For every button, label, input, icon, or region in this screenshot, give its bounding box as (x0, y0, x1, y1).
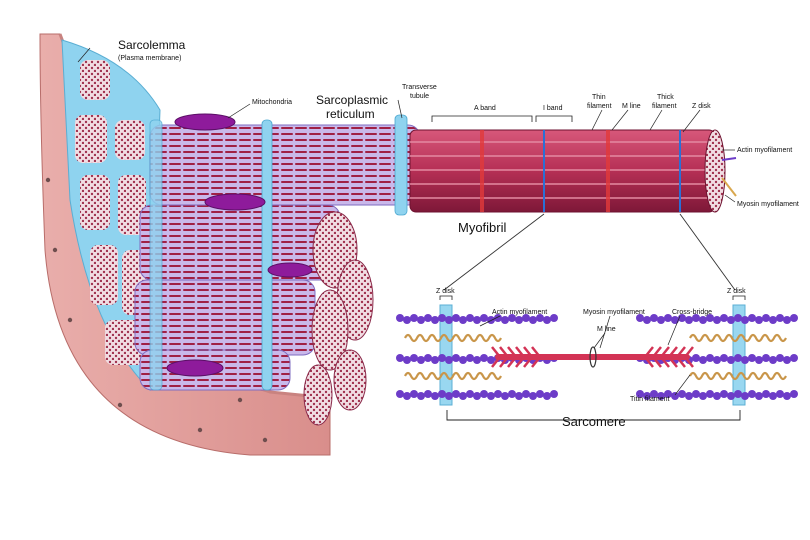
label-sarcomere: Sarcomere (562, 414, 626, 429)
sarcomere-bracket (446, 410, 741, 421)
label-a-band: A band (474, 105, 496, 112)
label-transverse-2: tubule (410, 93, 429, 100)
label-sarcolemma: Sarcolemma (118, 38, 186, 52)
titin-coils (404, 333, 787, 381)
transverse-tubules (149, 114, 408, 391)
m-line-marker (589, 346, 597, 368)
label-m-line-top: M line (622, 103, 641, 110)
sarcoplasmic-reticulum-network (134, 124, 421, 391)
myofibril-cross-sections (303, 211, 374, 426)
label-thick-2: filament (652, 103, 677, 110)
actin-chains (396, 314, 798, 400)
label-m-line-bottom: M line (597, 326, 616, 333)
label-i-band: I band (543, 105, 563, 112)
label-mitochondria: Mitochondria (252, 99, 292, 106)
label-plasma-membrane: (Plasma membrane) (118, 55, 181, 62)
label-transverse-1: Transverse (402, 84, 437, 91)
label-actin-right: Actin myofilament (737, 147, 792, 154)
label-thin-1: Thin (592, 94, 606, 101)
label-myosin-bottom: Myosin myofilament (583, 309, 645, 316)
label-cross-bridge: Cross-bridge (672, 309, 712, 316)
myofibril (409, 129, 737, 213)
leader-lines-top (77, 47, 736, 203)
sarcomere-detail (396, 295, 798, 421)
band-brackets (431, 115, 573, 122)
label-myosin-right: Myosin myofilament (737, 201, 799, 208)
label-thin-2: filament (587, 103, 612, 110)
label-actin-bottom: Actin myofilament (492, 309, 547, 316)
label-sarcoplasmic-1: Sarcoplasmic (316, 93, 388, 107)
labels: Sarcolemma (Plasma membrane) Mitochondri… (118, 38, 799, 429)
label-z-disk-right: Z disk (727, 288, 746, 295)
zoom-lines (443, 213, 736, 291)
label-z-disk-left: Z disk (436, 288, 455, 295)
label-thick-1: Thick (657, 94, 674, 101)
mitochondria (166, 113, 313, 377)
label-titin: Titin filament (630, 396, 669, 403)
label-z-disk-top: Z disk (692, 103, 711, 110)
thick-filament (491, 346, 694, 368)
label-sarcoplasmic-2: reticulum (326, 107, 375, 121)
label-myofibril: Myofibril (458, 220, 507, 235)
